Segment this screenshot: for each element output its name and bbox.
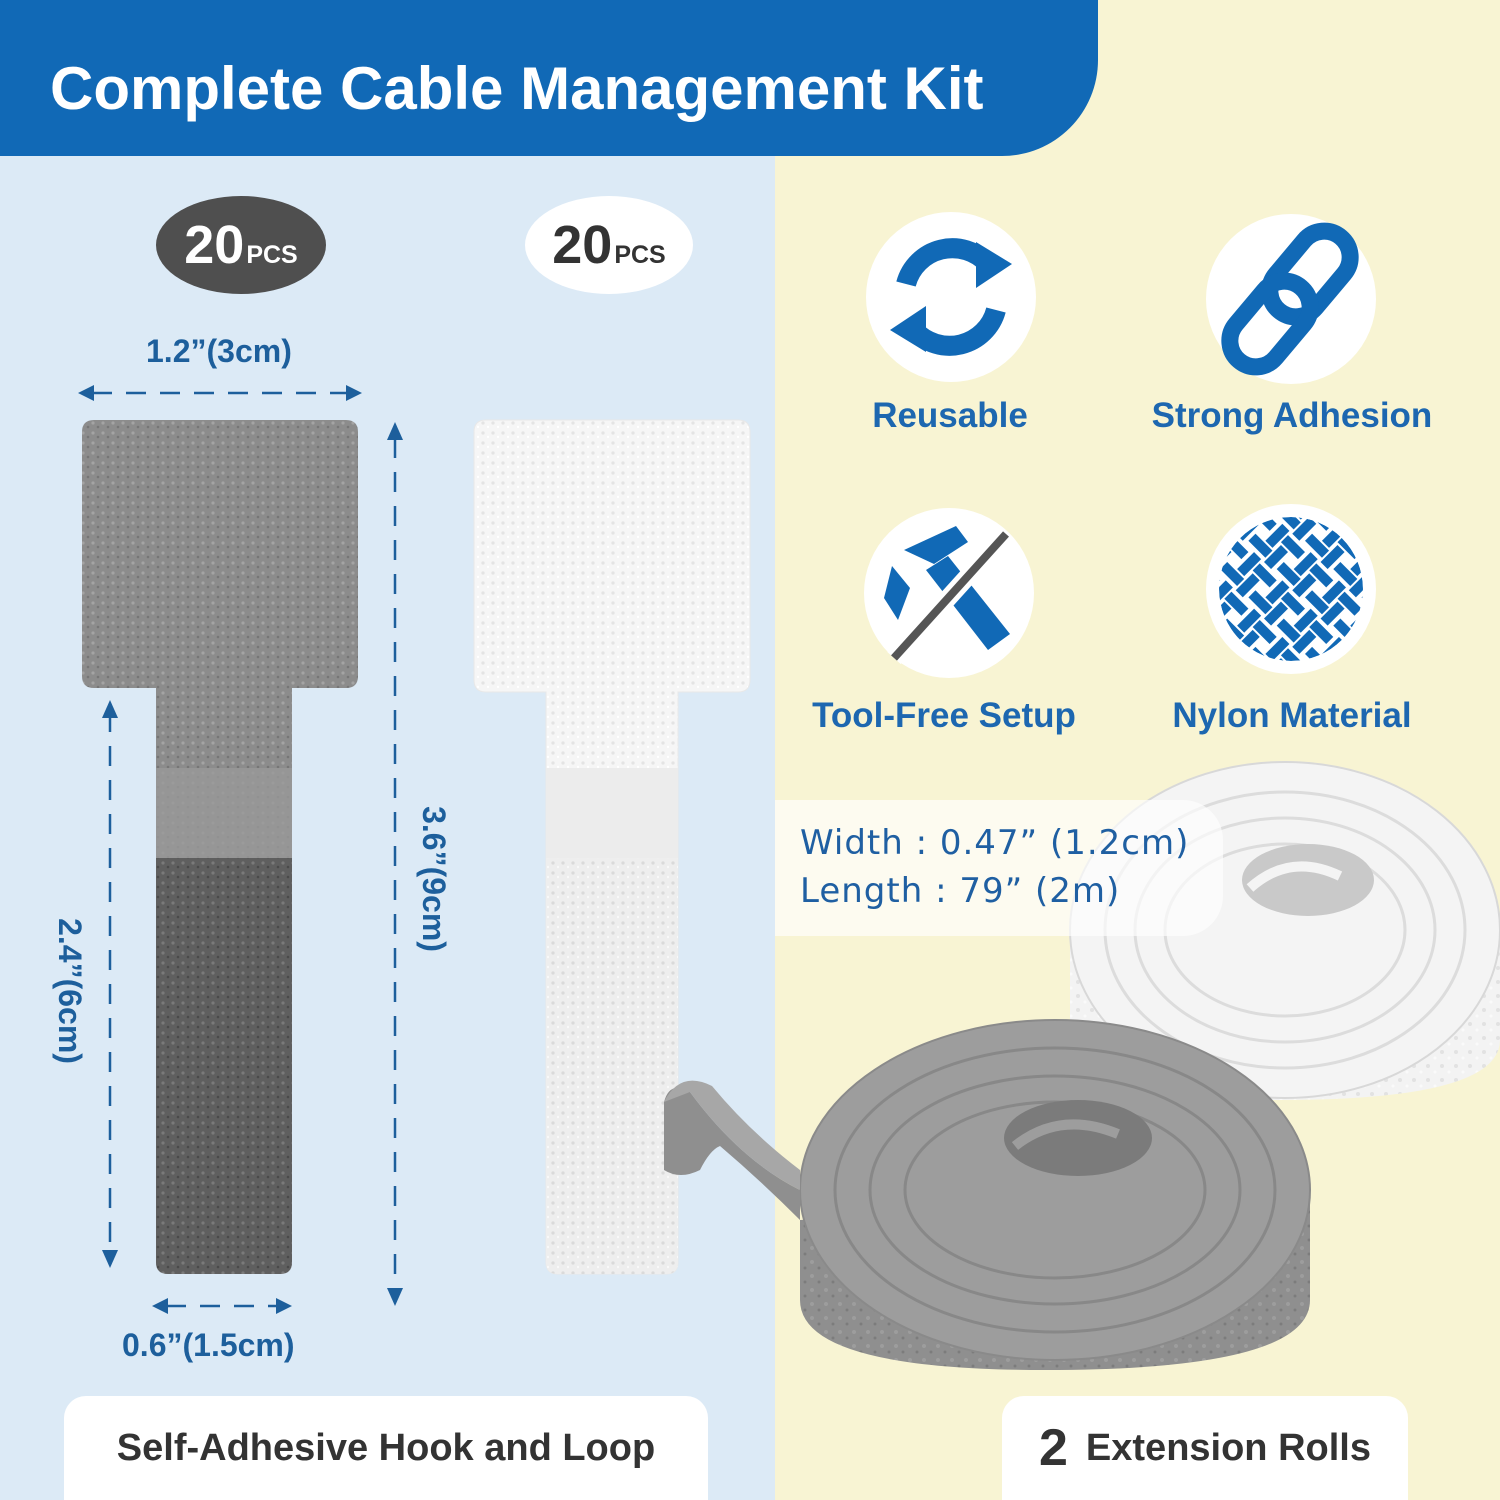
nylon-icon-badge xyxy=(1206,504,1376,674)
straps-illustration xyxy=(78,385,751,1314)
reusable-icon-badge xyxy=(866,212,1036,382)
dimension-lines xyxy=(92,391,397,1308)
weave-pattern-icon xyxy=(1219,517,1363,661)
dark-strap-count: 20 xyxy=(184,215,245,275)
extension-rolls-label: 2 Extension Rolls xyxy=(1002,1396,1408,1500)
feature-label-tool-free: Tool-Free Setup xyxy=(812,696,1076,735)
roll-length-spec: Length : 79” (2m) xyxy=(800,871,1121,911)
feature-label-nylon: Nylon Material xyxy=(1172,696,1412,735)
dark-strap-unit: PCS xyxy=(246,241,298,269)
title-banner xyxy=(0,0,1098,156)
strong-adhesion-icon-badge xyxy=(1206,214,1376,384)
feature-label-strong-adhesion: Strong Adhesion xyxy=(1151,396,1433,435)
hook-loop-label: Self-Adhesive Hook and Loop xyxy=(64,1396,708,1500)
chain-link-icon xyxy=(1221,222,1359,376)
strap-width-label: 0.6”(1.5cm) xyxy=(122,1327,295,1363)
total-length-label: 3.6”(9cm) xyxy=(416,806,452,952)
white-strap-count: 20 xyxy=(552,215,613,275)
white-strap xyxy=(473,419,751,1275)
refresh-icon xyxy=(890,238,1012,356)
white-strap-unit: PCS xyxy=(614,241,666,269)
hammer-crossed-icon xyxy=(884,526,1013,665)
rolls-text: Extension Rolls xyxy=(1085,1426,1371,1469)
rolls-count: 2 xyxy=(1039,1419,1068,1477)
dark-strap xyxy=(82,420,358,1274)
gray-roll xyxy=(664,1019,1311,1370)
feature-label-reusable: Reusable xyxy=(872,396,1028,435)
roll-width-spec: Width : 0.47” (1.2cm) xyxy=(800,823,1190,863)
strap-length-label: 2.4”(6cm) xyxy=(52,918,88,1064)
page-title: Complete Cable Management Kit xyxy=(50,55,984,122)
tool-free-icon-badge xyxy=(864,508,1034,678)
top-width-label: 1.2”(3cm) xyxy=(146,333,292,369)
roll-spec-panel xyxy=(775,800,1223,936)
dimension-arrowheads xyxy=(78,385,403,1314)
